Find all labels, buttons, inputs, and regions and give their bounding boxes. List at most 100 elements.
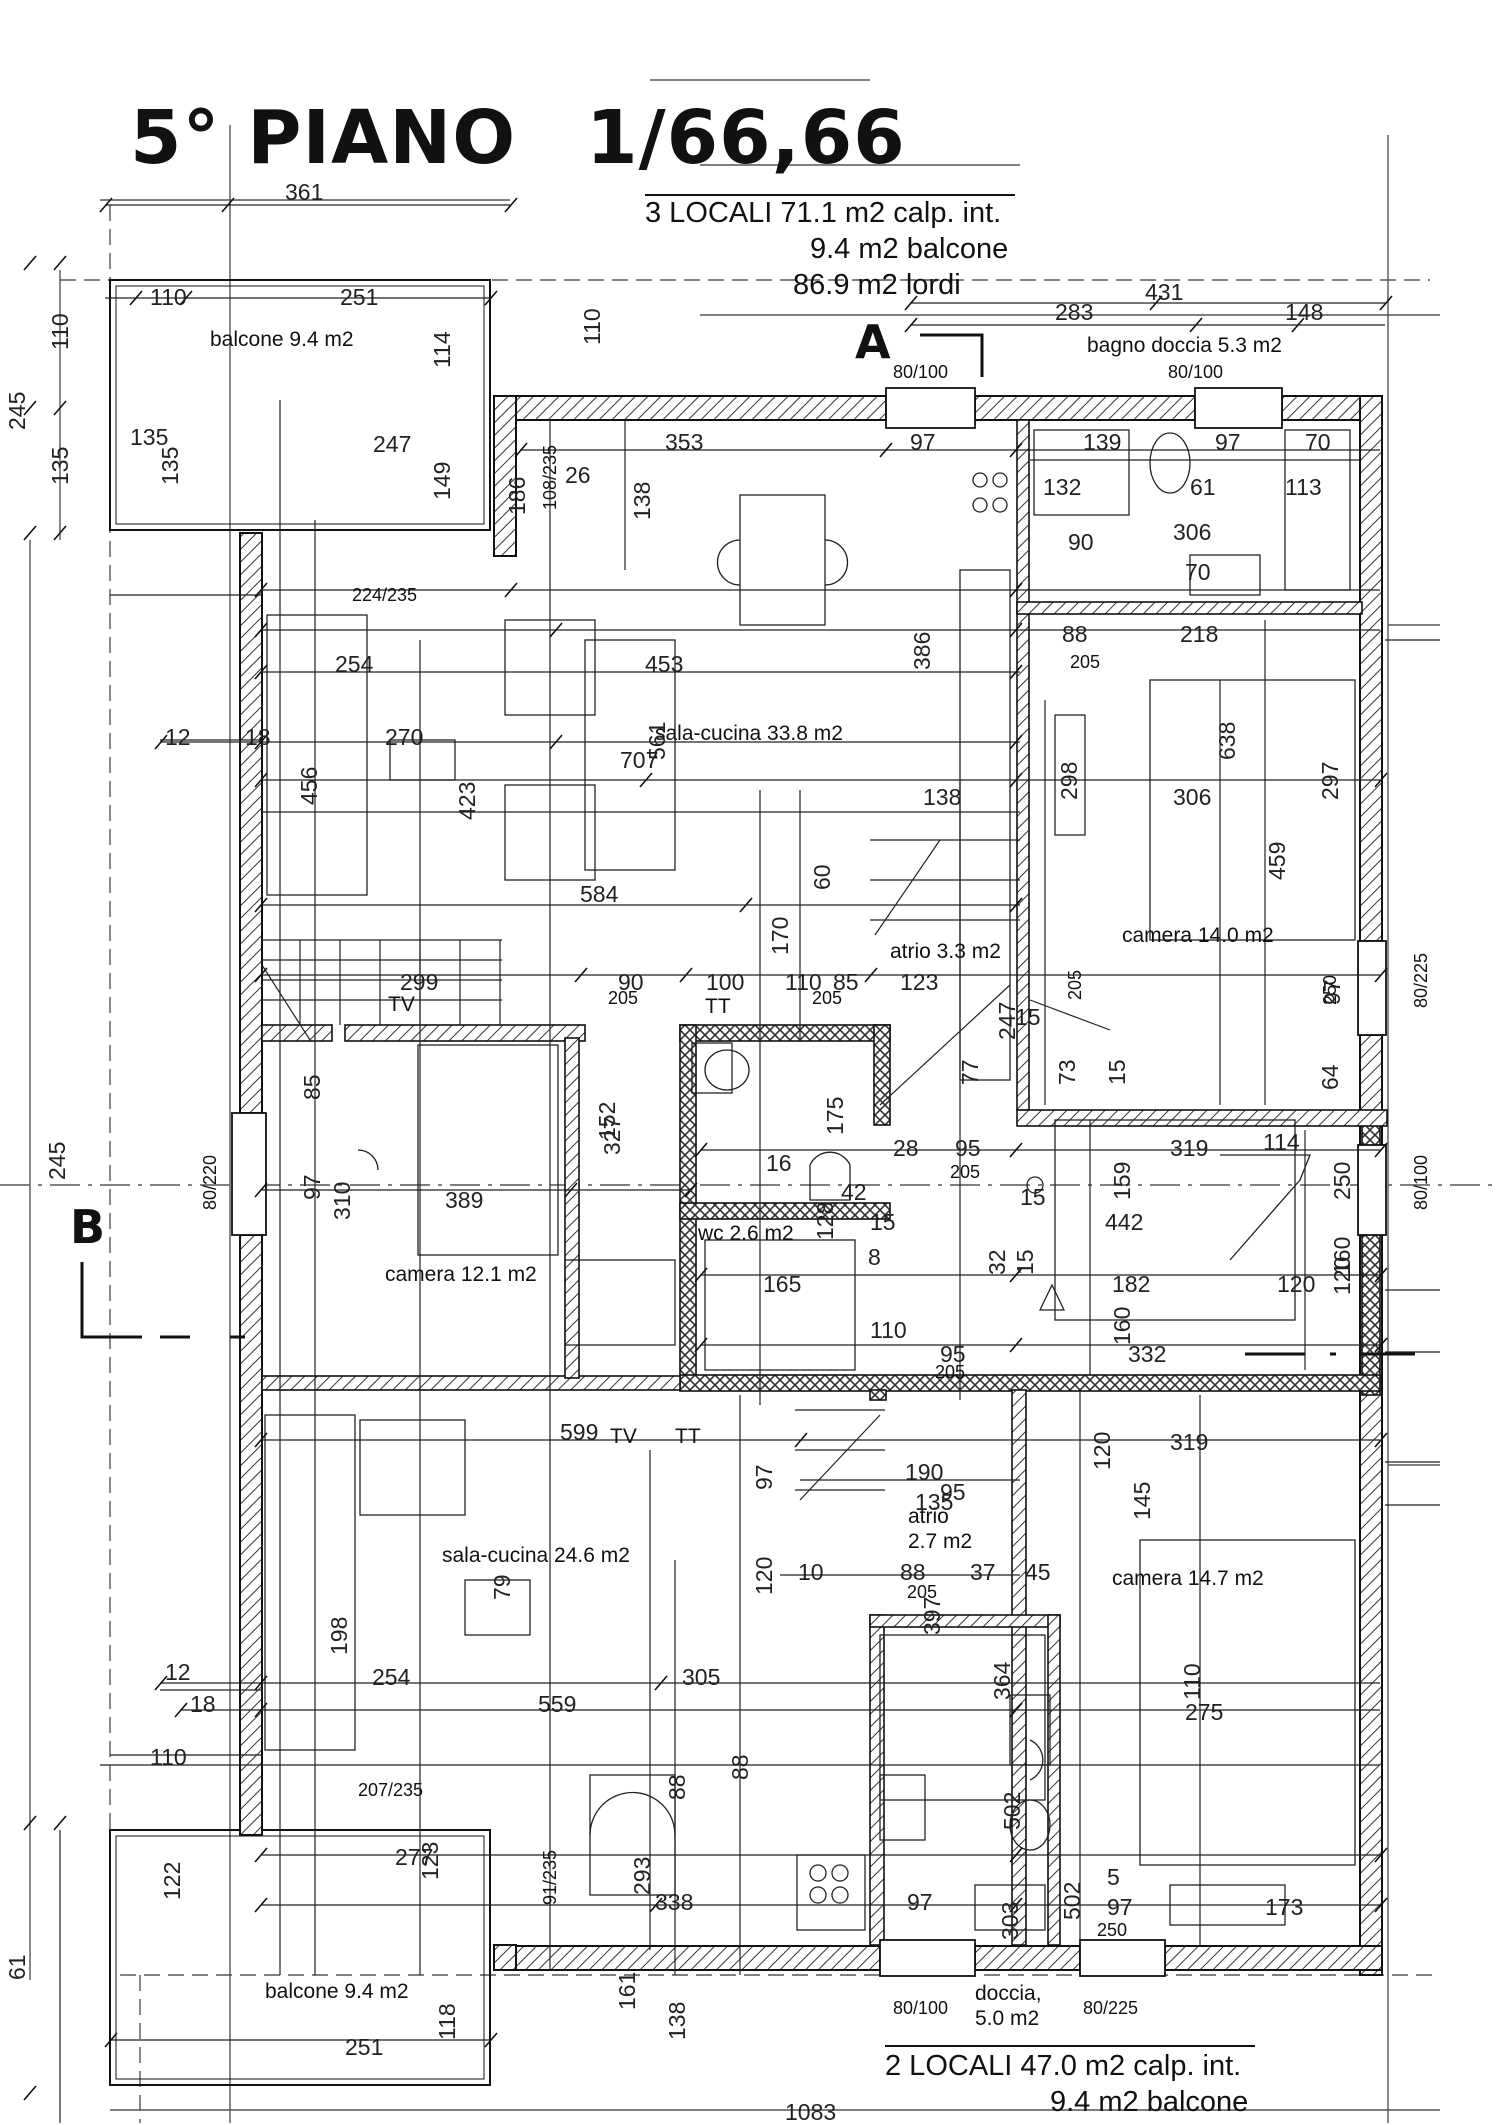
dimension-h: 90 [618,969,644,995]
dimension-h: 97 [1215,429,1241,455]
room-label-camera-14-7: camera 14.7 m2 [1112,1567,1264,1590]
dimension-v: 110 [1179,1663,1205,1700]
dimension-h: 173 [1265,1894,1304,1920]
opening-label-8: 224/235 [352,585,418,605]
dimension-h: 15 [870,1209,896,1235]
dimension-v: 145 [1129,1481,1155,1520]
dimension-h: 251 [345,2034,384,2060]
dimension-h: 182 [1112,1271,1151,1297]
dimension-h: 559 [538,1691,577,1717]
dimension-h: 8 [868,1244,881,1270]
dimension-v: 123 [417,1841,443,1880]
room-label-sala-cucina-top: sala-cucina 33.8 m2 [655,722,843,745]
dimension-v: 386 [909,631,935,670]
dimension-h: 12 [165,1659,191,1685]
opening-label-4: 80/225 [1411,952,1431,1008]
door-width-5: 205 [935,1362,966,1382]
dimension-v: 303 [997,1901,1023,1940]
dimension-v: 97 [751,1464,777,1490]
dimension-h: 165 [763,1271,802,1297]
room-label-wc: wc 2.6 m2 [698,1222,794,1245]
room-label-atrio-2-7-area: 2.7 m2 [908,1530,973,1553]
dimension-h: 247 [373,431,412,457]
reference-lines [0,79,1500,2123]
dimension-h: 90 [1068,529,1094,555]
dimension-h: 15 [1015,1004,1041,1030]
dimension-h: 110 [870,1317,907,1343]
summary-bottom-line1: 2 LOCALI 47.0 m2 calp. int. [885,2050,1242,2082]
dimension-v: 120 [1329,1256,1355,1295]
door-width-4: 205 [950,1162,981,1182]
fixture-tt-bottom: TT [675,1425,701,1448]
dimension-h: 305 [682,1664,721,1690]
dimension-h: 599 [560,1419,599,1445]
dimension-v: 122 [159,1861,185,1900]
dimension-v: 149 [429,461,455,500]
room-label-sala-cucina-bottom: sala-cucina 24.6 m2 [442,1544,630,1567]
section-marker-b: B [70,1200,106,1254]
summary-bottom-rule [885,2045,1255,2047]
dimension-v: 77 [957,1059,983,1085]
door-width-6: 205 [907,1582,938,1602]
dimension-lines [59,204,1440,2123]
dimension-v: 186 [504,476,530,515]
dimension-h: 100 [706,969,745,995]
door-width-7: 205 [1065,969,1085,1000]
dimension-v: 73 [1054,1059,1080,1085]
dimension-h: 148 [1285,299,1324,325]
door-width-2: 205 [608,988,639,1008]
dimension-v: 364 [989,1661,1015,1700]
room-label-atrio-3-3: atrio 3.3 m2 [890,940,1001,963]
room-label-bagno-doccia: bagno doccia 5.3 m2 [1087,334,1282,357]
dimension-ticks [23,197,1393,2101]
opening-label-1: 80/100 [893,362,949,382]
dimension-h: 70 [1185,559,1211,585]
fixture-tt-top: TT [705,995,731,1018]
dimension-v: 60 [809,864,835,890]
opening-label-6: 80/225 [1083,1998,1139,2018]
dimension-v: 120 [1089,1431,1115,1470]
dimension-v: 502 [999,1791,1025,1830]
room-label-balcone-bottom: balcone 9.4 m2 [265,1980,409,2003]
dimension-h: 110 [150,1744,187,1770]
dimension-v: 459 [1264,841,1290,880]
dimension-h: 88 [900,1559,926,1585]
dimension-h: 277 [395,1844,434,1870]
dimension-v: 138 [664,2001,690,2040]
dimension-v: 456 [296,766,322,805]
dimension-v: 138 [629,481,655,520]
dimension-v: 118 [434,2003,460,2040]
dimension-h: 584 [580,881,619,907]
dimension-h: 442 [1105,1209,1144,1235]
dimension-v: 247 [994,1001,1020,1040]
dimension-v: 175 [822,1096,848,1135]
room-label-doccia-area: 5.0 m2 [975,2007,1040,2030]
dimension-h: 97 [1107,1894,1133,1920]
dimension-h: 361 [285,179,324,205]
dimension-h: 28 [893,1135,919,1161]
dimension-v: 15 [1104,1059,1130,1085]
dimension-h: 5 [1107,1864,1120,1890]
dimension-v: 293 [629,1856,655,1895]
dimension-h: 332 [1128,1341,1167,1367]
dimension-h: 42 [841,1179,867,1205]
balconies [109,279,491,2086]
dimension-v: 250 [1329,1161,1355,1200]
dimension-h: 270 [385,724,424,750]
dimension-h: 16 [766,1150,792,1176]
door-width-1: 205 [1070,652,1101,672]
door-width-3: 205 [812,988,843,1008]
dimension-h: 138 [923,784,962,810]
room-label-atrio-2-7: atrio [908,1505,949,1528]
dimension-h: 45 [1025,1559,1051,1585]
dimension-h: 110 [150,284,187,310]
dimension-v: 245 [4,391,30,430]
fixture-tv-bottom: TV [610,1425,637,1448]
dimension-h: 37 [970,1559,996,1585]
dimension-h: 707 [620,747,659,773]
dimension-h: 110 [785,969,822,995]
windows [231,387,1387,1977]
dimension-h: 275 [1185,1699,1224,1725]
floor-label: 5° PIANO [130,95,517,181]
